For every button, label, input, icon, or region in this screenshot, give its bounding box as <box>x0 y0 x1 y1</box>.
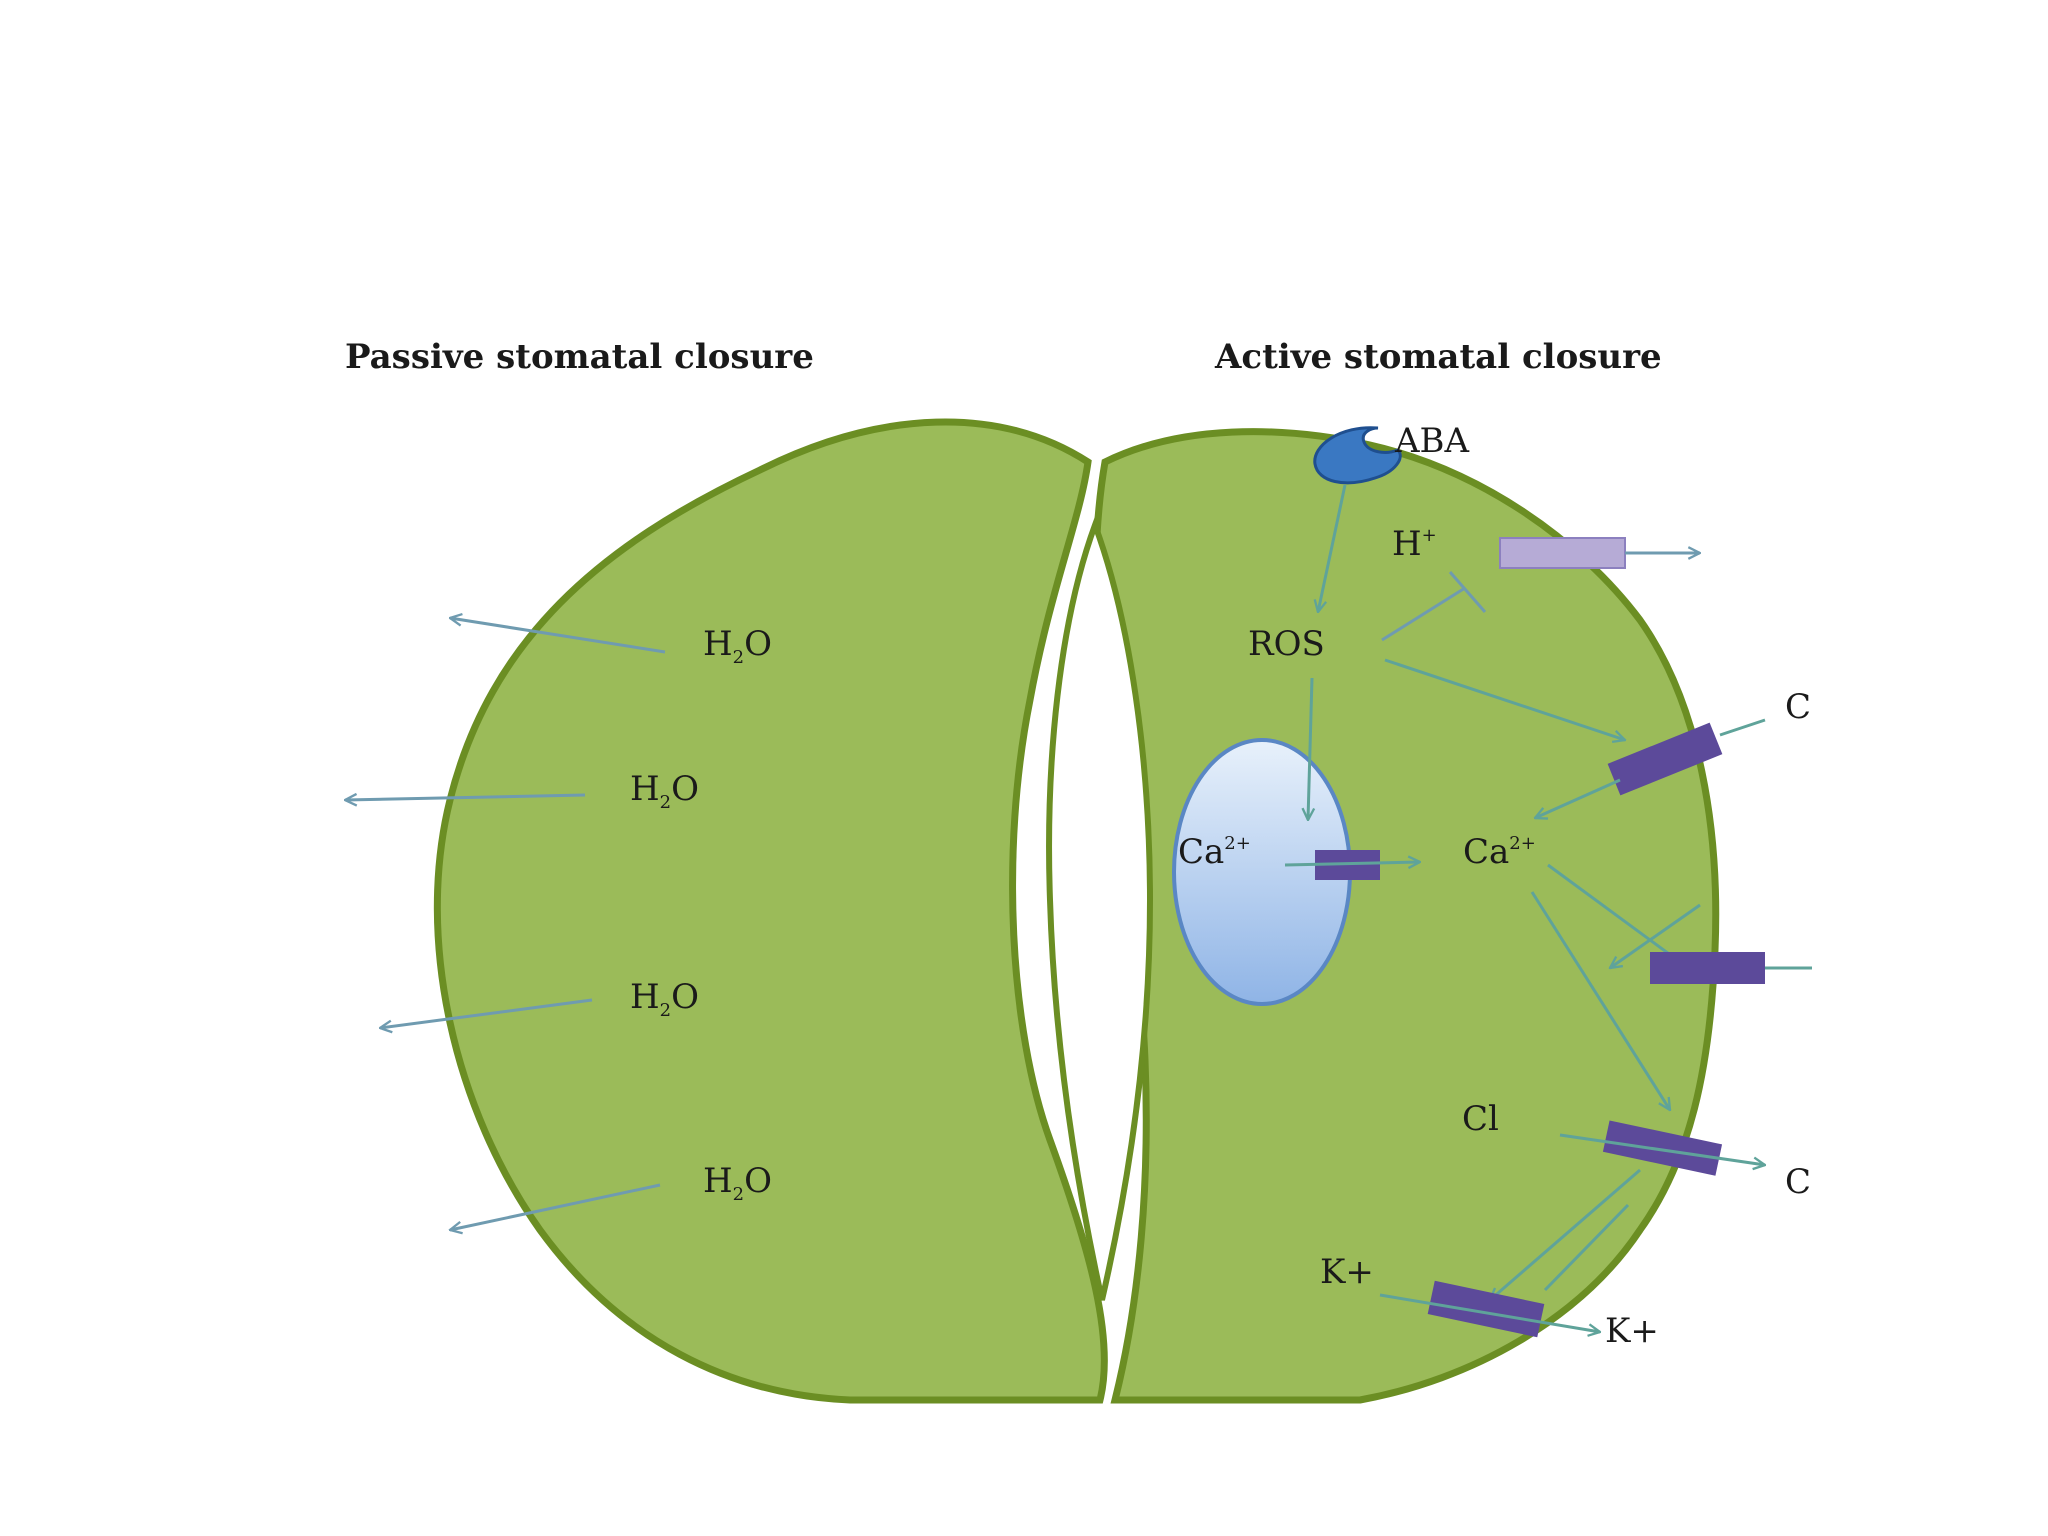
water-efflux-1: H2O <box>450 618 772 668</box>
ca-to-cl-channel-arrow <box>1530 891 1670 1110</box>
k-channel <box>1427 1280 1545 1338</box>
water-h-2: H <box>630 769 660 809</box>
svg-text:H2O: H2O <box>703 624 772 668</box>
c-bottom-label: C <box>1785 1162 1811 1202</box>
ros-label: ROS <box>1248 624 1325 664</box>
water-efflux-3: H2O <box>380 977 699 1028</box>
anion-channel-middle <box>1650 952 1765 984</box>
vacuole-ca-release-arrow <box>1284 862 1420 865</box>
aba-receptor-icon <box>1313 426 1402 485</box>
water-h-1: H <box>703 624 733 664</box>
ca-vacuole-label: Ca2+ <box>1178 832 1251 872</box>
k-out-label: K+ <box>1605 1311 1659 1351</box>
aba-to-ros-arrow <box>1318 484 1347 612</box>
active-closure-heading: Active stomatal closure <box>1214 337 1662 377</box>
ca-channel-top <box>1607 722 1723 796</box>
cl-label: Cl <box>1462 1099 1499 1139</box>
water-sub-1: 2 <box>733 647 744 668</box>
stomatal-pore <box>1046 516 1154 1301</box>
h-plus-label: H+ <box>1392 524 1437 564</box>
ca-to-anion-channel-arrow <box>1547 863 1681 964</box>
cl-efflux-arrow <box>1559 1133 1765 1165</box>
h-atpase-pump <box>1499 537 1626 569</box>
ros-to-vacuole-arrow <box>1308 677 1312 820</box>
aba-label: ABA <box>1394 421 1470 461</box>
k-in-label: K+ <box>1320 1252 1374 1292</box>
left-guard-cell <box>433 418 1108 1404</box>
cl-channel <box>1602 1120 1723 1176</box>
ca-cytosol-label: Ca2+ <box>1463 832 1536 872</box>
water-o-2: O <box>671 769 699 809</box>
water-sub-2: 2 <box>660 792 671 813</box>
water-h-4: H <box>703 1161 733 1201</box>
water-efflux-2: H2O <box>345 769 699 813</box>
ca-influx-arrow <box>1535 778 1621 818</box>
c-top-label: C <box>1785 687 1811 727</box>
ca-to-k-channel-arrow <box>1490 1168 1641 1300</box>
water-o-3: O <box>671 977 699 1017</box>
water-efflux-4: H2O <box>450 1161 772 1230</box>
water-o-1: O <box>744 624 772 664</box>
svg-text:H2O: H2O <box>703 1161 772 1205</box>
passive-closure-heading: Passive stomatal closure <box>345 337 814 377</box>
water-sub-4: 2 <box>733 1184 744 1205</box>
k-efflux-arrow <box>1379 1293 1600 1332</box>
water-sub-3: 2 <box>660 1000 671 1021</box>
ros-inhibits-h-pump <box>1381 571 1487 642</box>
water-o-4: O <box>744 1161 772 1201</box>
water-h-3: H <box>630 977 660 1017</box>
ros-to-ca-channel-arrow <box>1384 658 1625 740</box>
svg-text:H2O: H2O <box>630 769 699 813</box>
svg-text:H2O: H2O <box>630 977 699 1021</box>
